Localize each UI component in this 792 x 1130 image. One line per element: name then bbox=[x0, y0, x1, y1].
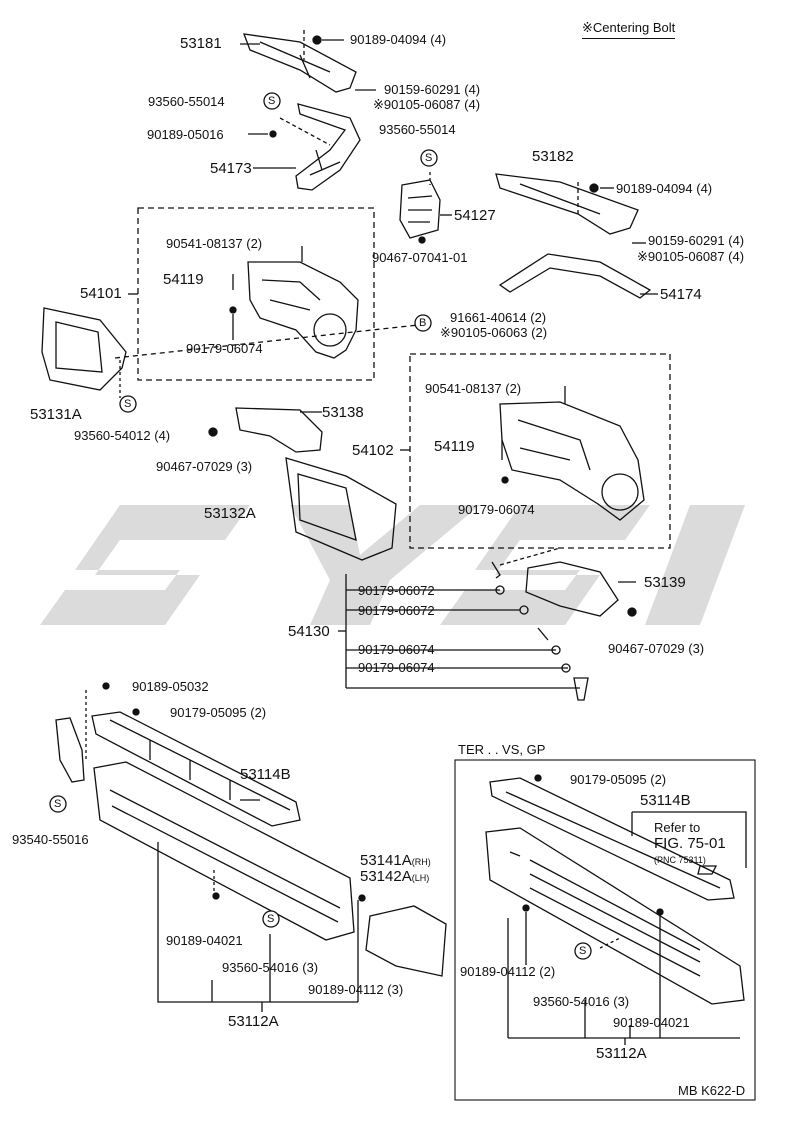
label-54102: 54102 bbox=[352, 442, 394, 459]
label-90105-06063: ※90105-06063 (2) bbox=[440, 325, 548, 340]
part-53139-shape bbox=[525, 561, 619, 617]
label-54119-a: 54119 bbox=[163, 271, 204, 288]
label-53138: 53138 bbox=[322, 404, 364, 421]
label-53114B-a: 53114B bbox=[240, 766, 291, 783]
part-53131A-shape bbox=[41, 307, 127, 391]
label-54130: 54130 bbox=[288, 623, 330, 640]
label-93560-54016-b: 93560-54016 (3) bbox=[533, 994, 630, 1009]
label-90179-06074-c: 90179-06074 bbox=[358, 642, 435, 657]
variant-label-ter: TER . . VS, GP bbox=[458, 742, 546, 757]
label-90105-06087-b: ※90105-06087 (4) bbox=[637, 249, 745, 264]
centering-bolt-legend: ※Centering Bolt bbox=[582, 20, 676, 39]
label-90159-60291-b: 90159-60291 (4) bbox=[648, 233, 745, 248]
label-54127: 54127 bbox=[454, 207, 496, 224]
label-90179-06072-b: 90179-06072 bbox=[358, 603, 435, 618]
label-54101: 54101 bbox=[80, 285, 122, 302]
label-90189-04112-a: 90189-04112 (3) bbox=[308, 982, 404, 997]
label-53182: 53182 bbox=[532, 148, 574, 165]
s-marker-6: S bbox=[579, 945, 587, 957]
label-90541-08137-a: 90541-08137 (2) bbox=[166, 236, 263, 251]
label-93560-55014-a: 93560-55014 bbox=[148, 94, 225, 109]
part-53138-shape bbox=[235, 407, 323, 453]
label-93560-54012: 93560-54012 (4) bbox=[74, 428, 171, 443]
label-90189-04112-b: 90189-04112 (2) bbox=[460, 964, 556, 979]
part-54174-shape bbox=[498, 253, 652, 299]
refer-line3: (PNC 75311) bbox=[654, 855, 706, 865]
label-90541-08137-b: 90541-08137 (2) bbox=[425, 381, 522, 396]
label-90467-07029-b: 90467-07029 (3) bbox=[608, 641, 705, 656]
part-53181-shape bbox=[243, 33, 357, 93]
label-54174: 54174 bbox=[660, 286, 702, 303]
part-54127-shape bbox=[399, 179, 441, 239]
refer-line2: FIG. 75-01 bbox=[654, 835, 726, 852]
label-90179-06074-b: 90179-06074 bbox=[458, 502, 535, 517]
label-53142A-suffix: (LH) bbox=[411, 873, 430, 883]
label-53142A: 53142A(LH) bbox=[360, 868, 430, 885]
label-53114B-b: 53114B bbox=[640, 792, 691, 809]
label-90179-06074-a: 90179-06074 bbox=[186, 341, 263, 356]
label-90467-07029-a: 90467-07029 (3) bbox=[156, 459, 253, 474]
part-53112A-shape-b bbox=[485, 827, 745, 1005]
label-53112A-b: 53112A bbox=[596, 1045, 647, 1062]
s-marker-1: S bbox=[268, 95, 276, 107]
part-54101-shape bbox=[247, 261, 359, 359]
label-91661-40614: 91661-40614 (2) bbox=[450, 310, 547, 325]
assembly-box-54102 bbox=[409, 353, 671, 549]
part-53182-shape bbox=[495, 173, 639, 235]
label-90179-05095-b: 90179-05095 (2) bbox=[570, 772, 667, 787]
label-90189-04021-b: 90189-04021 bbox=[613, 1015, 690, 1030]
label-90179-06072-a: 90179-06072 bbox=[358, 583, 435, 598]
s-marker-5: S bbox=[267, 913, 275, 925]
part-54102-shape bbox=[499, 401, 645, 521]
label-53112A-a: 53112A bbox=[228, 1013, 279, 1030]
part-53112A-shape-a bbox=[93, 761, 355, 941]
s-marker-2: S bbox=[425, 152, 433, 164]
s-marker-4: S bbox=[54, 798, 62, 810]
label-90159-60291-a: 90159-60291 (4) bbox=[384, 82, 481, 97]
label-53139: 53139 bbox=[644, 574, 686, 591]
label-53141A: 53141A(RH) bbox=[360, 852, 431, 869]
part-bracket-left bbox=[55, 717, 85, 783]
label-93560-54016-a: 93560-54016 (3) bbox=[222, 960, 319, 975]
label-54119-b: 54119 bbox=[434, 438, 475, 455]
label-53132A: 53132A bbox=[204, 505, 256, 522]
label-90189-04094-a: 90189-04094 (4) bbox=[350, 32, 447, 47]
label-90105-06087-a: ※90105-06087 (4) bbox=[373, 97, 481, 112]
part-53114B-shape-b bbox=[489, 777, 735, 901]
refer-line1: Refer to bbox=[654, 820, 701, 835]
figure-code: MB K622-D bbox=[678, 1083, 746, 1098]
part-53141A-shape bbox=[365, 905, 447, 977]
label-53181: 53181 bbox=[180, 35, 222, 52]
b-marker-1: B bbox=[419, 317, 427, 329]
label-54173: 54173 bbox=[210, 160, 252, 177]
label-90189-04021-a: 90189-04021 bbox=[166, 933, 243, 948]
label-90179-05095-a: 90179-05095 (2) bbox=[170, 705, 267, 720]
part-53114B-shape-a bbox=[91, 711, 301, 827]
label-90189-04094-b: 90189-04094 (4) bbox=[616, 181, 713, 196]
part-53132A-shape bbox=[285, 457, 397, 561]
label-93540-55016: 93540-55016 bbox=[12, 832, 89, 847]
label-90189-05032: 90189-05032 bbox=[132, 679, 209, 694]
part-54173-shape bbox=[295, 103, 361, 191]
label-93560-55014-b: 93560-55014 bbox=[379, 122, 456, 137]
label-90189-05016: 90189-05016 bbox=[147, 127, 224, 142]
label-90179-06074-d: 90179-06074 bbox=[358, 660, 435, 675]
label-53141A-suffix: (RH) bbox=[411, 857, 431, 867]
s-marker-3: S bbox=[124, 398, 132, 410]
label-90467-07041-01: 90467-07041-01 bbox=[372, 250, 468, 265]
label-53131A: 53131A bbox=[30, 406, 82, 423]
variant-box-ter bbox=[454, 759, 756, 1101]
